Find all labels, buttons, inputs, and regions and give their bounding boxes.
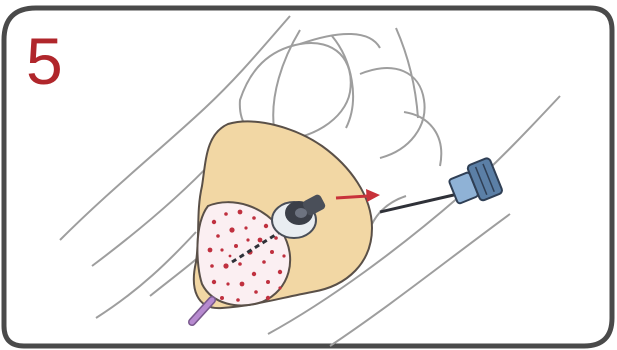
step-number: 5 [26,28,63,94]
needle-icon [380,157,503,212]
